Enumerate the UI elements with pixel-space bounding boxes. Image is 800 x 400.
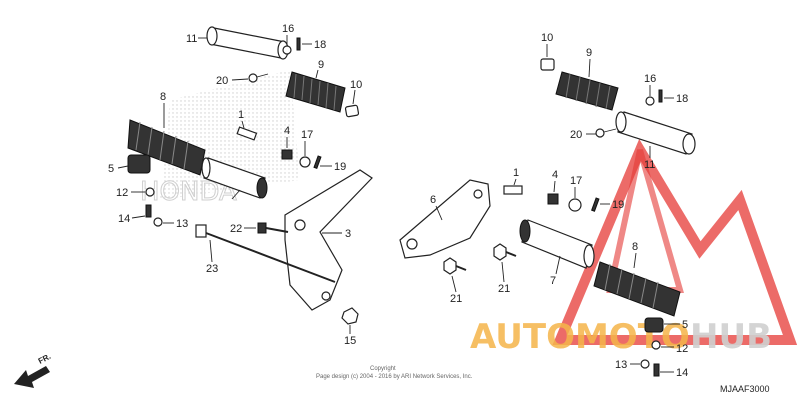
part-11-right-pipe xyxy=(615,111,696,155)
part-4-right-nut xyxy=(547,193,559,205)
part-10-left-plate xyxy=(344,104,360,118)
callout-19-right: 19 xyxy=(612,199,624,211)
callout-17-left: 17 xyxy=(301,129,313,141)
part-13-right xyxy=(640,359,650,369)
callout-20-right: 20 xyxy=(570,129,582,141)
callout-21-a: 21 xyxy=(450,293,462,305)
callout-8-right: 8 xyxy=(632,241,638,253)
callout-13-right: 13 xyxy=(615,359,627,371)
callout-15: 15 xyxy=(344,335,356,347)
callout-10-right: 10 xyxy=(541,32,553,44)
part-1-left-pin xyxy=(236,126,258,141)
part-18-left-pin xyxy=(296,37,301,51)
part-2-left-arm xyxy=(201,157,268,199)
part-5-right-bracket xyxy=(644,317,664,333)
callout-12-right: 12 xyxy=(676,343,688,355)
part-20-right-bolt xyxy=(595,128,617,138)
part-20-left-bolt xyxy=(248,73,269,83)
callout-6: 6 xyxy=(430,194,436,206)
callout-19-left: 19 xyxy=(334,161,346,173)
part-8-left-step xyxy=(127,119,206,176)
callout-7: 7 xyxy=(550,275,556,287)
watermark-triangle-logo xyxy=(552,138,798,345)
part-8-right-step xyxy=(593,261,681,317)
callout-14-right: 14 xyxy=(676,367,688,379)
callout-17-right: 17 xyxy=(570,175,582,187)
callout-5-right: 5 xyxy=(682,319,688,331)
callout-12-left: 12 xyxy=(116,187,128,199)
part-9-left-rubber xyxy=(285,71,346,113)
part-14-right xyxy=(653,363,660,377)
part-6-right-bracket-plate xyxy=(399,179,491,259)
part-23-long-bolt xyxy=(195,224,336,283)
callout-1-left: 1 xyxy=(238,109,244,121)
callout-9-left: 9 xyxy=(318,59,324,71)
callout-16-right: 16 xyxy=(644,73,656,85)
part-21-bolt-a xyxy=(443,257,467,275)
part-22-bolt xyxy=(257,222,289,234)
part-11-left-pipe xyxy=(198,26,289,60)
callout-3: 3 xyxy=(345,228,351,240)
copyright-line-1: Copyright xyxy=(370,366,396,372)
callout-4-left: 4 xyxy=(284,125,290,137)
callout-21-b: 21 xyxy=(498,283,510,295)
part-17-right-washer xyxy=(568,198,582,212)
front-direction-arrow: FR. xyxy=(14,352,52,388)
part-16-left-washer xyxy=(282,45,292,55)
callout-10-left: 10 xyxy=(350,79,362,91)
direction-label: FR. xyxy=(37,352,53,366)
callout-5-left: 5 xyxy=(108,163,114,175)
callout-9-right: 9 xyxy=(586,47,592,59)
part-3-left-bracket-plate xyxy=(284,169,373,311)
part-15-nut xyxy=(341,307,359,325)
part-16-right-washer xyxy=(645,96,655,106)
part-1-right-pin xyxy=(503,185,523,195)
callout-18-right: 18 xyxy=(676,93,688,105)
callout-14-left: 14 xyxy=(118,213,130,225)
part-9-right-rubber xyxy=(555,71,619,111)
callout-4-right: 4 xyxy=(552,169,558,181)
part-18-right-pin xyxy=(658,89,663,103)
callout-13-left: 13 xyxy=(176,218,188,230)
callout-1-right: 1 xyxy=(513,167,519,179)
part-12-right xyxy=(651,340,661,350)
callout-8-left: 8 xyxy=(160,91,166,103)
automotohub-watermark: AUTOMOTO HUB xyxy=(470,138,798,357)
callout-11-right: 11 xyxy=(644,159,655,171)
part-13-left xyxy=(153,217,163,227)
part-21-bolt-b xyxy=(493,243,517,261)
part-4-left-nut xyxy=(281,149,293,160)
callout-20-left: 20 xyxy=(216,75,228,87)
part-10-right-plate xyxy=(540,58,555,71)
callout-18-left: 18 xyxy=(314,39,326,51)
part-5-left-bracket xyxy=(127,154,151,174)
callout-23: 23 xyxy=(206,263,218,275)
part-19-left-pin xyxy=(313,155,322,169)
part-14-left xyxy=(145,204,152,218)
part-12-left xyxy=(145,187,155,197)
callout-11-left: 11 xyxy=(186,33,197,45)
callout-22: 22 xyxy=(230,223,242,235)
callout-16-left: 16 xyxy=(282,23,294,35)
part-17-left-washer xyxy=(299,156,311,168)
part-19-right-pin xyxy=(591,197,600,212)
copyright-line-2: Page design (c) 2004 - 2016 by ARI Netwo… xyxy=(316,374,473,380)
watermark-text-hub: HUB xyxy=(690,317,772,357)
diagram-code: MJAAF3000 xyxy=(720,384,770,394)
part-7-right-arm xyxy=(519,219,595,269)
